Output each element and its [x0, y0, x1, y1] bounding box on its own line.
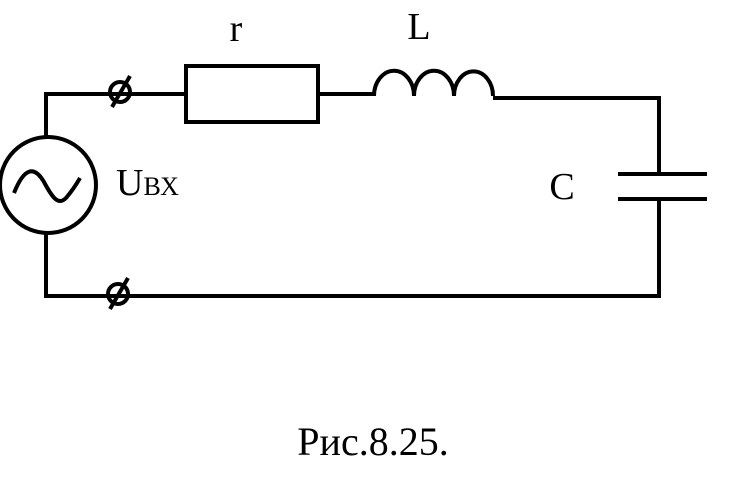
wire-top-right — [493, 96, 661, 174]
capacitor-label: C — [549, 166, 574, 208]
inductor-l — [372, 68, 495, 97]
figure-caption: Рис.8.25. — [297, 419, 449, 464]
wire-bottom — [44, 199, 661, 298]
source-label-main: U — [116, 162, 143, 204]
sine-wave-icon — [12, 169, 82, 203]
inductor-label: L — [407, 6, 430, 48]
ac-source — [0, 135, 98, 235]
source-label-sub: ВХ — [143, 172, 179, 201]
resistor-label: r — [230, 8, 243, 50]
terminal-bottom — [106, 276, 130, 311]
resistor-r — [184, 64, 320, 124]
source-label: UВХ — [116, 162, 179, 204]
terminal-top — [108, 74, 132, 109]
wire-top-left — [44, 92, 186, 137]
